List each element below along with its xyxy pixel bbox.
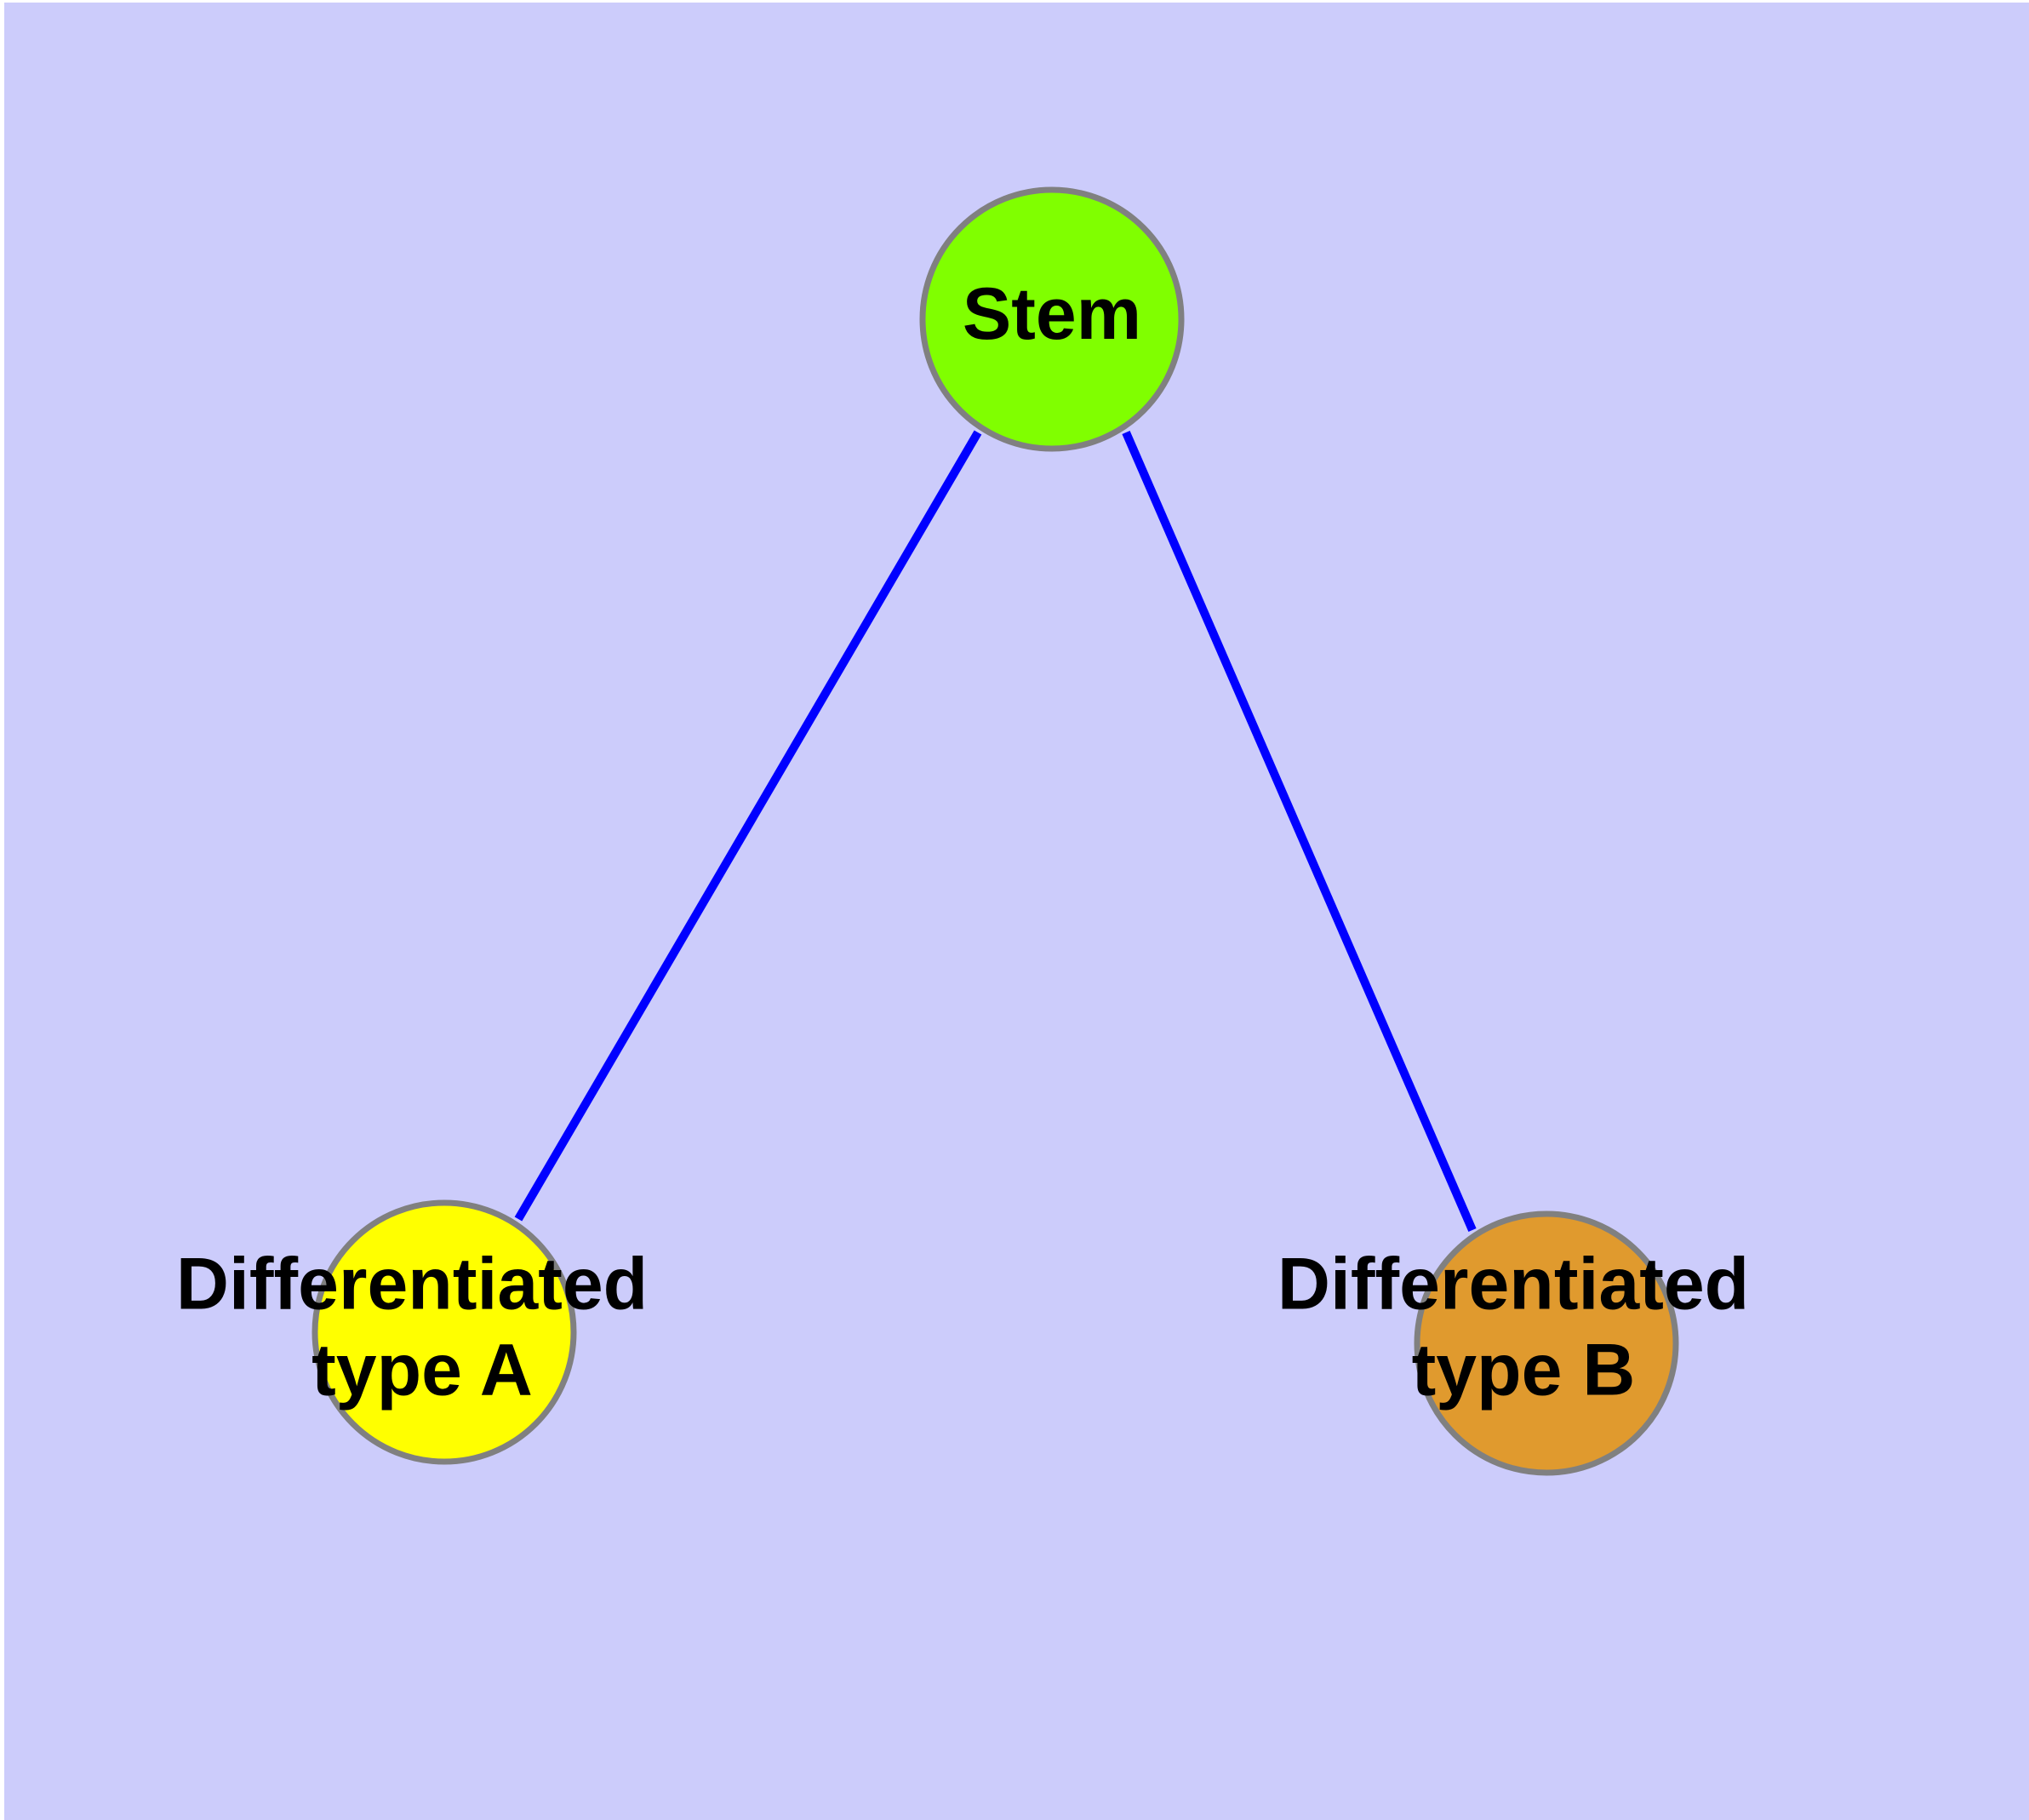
node-label-differentiated-type-a-line-1: Differentiated: [176, 1243, 648, 1325]
node-label-differentiated-type-a-line-2: type A: [311, 1329, 533, 1411]
node-label-stem: Stem: [963, 273, 1141, 355]
node-differentiated-type-b[interactable]: Differentiated type B: [1277, 1210, 1769, 1476]
node-circle-differentiated-type-b[interactable]: [1414, 1210, 1679, 1476]
node-circle-stem[interactable]: [919, 186, 1185, 452]
node-label-differentiated-type-b: Differentiated type B: [1277, 1243, 1769, 1411]
edges-group: [514, 430, 1477, 1232]
node-label-stem-line-1: Stem: [963, 273, 1141, 355]
node-circle-differentiated-type-a[interactable]: [311, 1199, 577, 1465]
nodes-group: Stem Differentiated type A Differentiate…: [176, 186, 1769, 1476]
node-stem[interactable]: Stem: [919, 186, 1185, 452]
node-label-differentiated-type-b-line-1: Differentiated: [1277, 1243, 1749, 1325]
node-differentiated-type-a[interactable]: Differentiated type A: [176, 1199, 668, 1465]
edge-stem-to-differentiated-type-a[interactable]: [514, 430, 982, 1222]
edge-stem-to-differentiated-type-b[interactable]: [1122, 431, 1477, 1232]
node-label-differentiated-type-a: Differentiated type A: [176, 1243, 668, 1411]
node-label-differentiated-type-b-line-2: type B: [1412, 1329, 1636, 1411]
